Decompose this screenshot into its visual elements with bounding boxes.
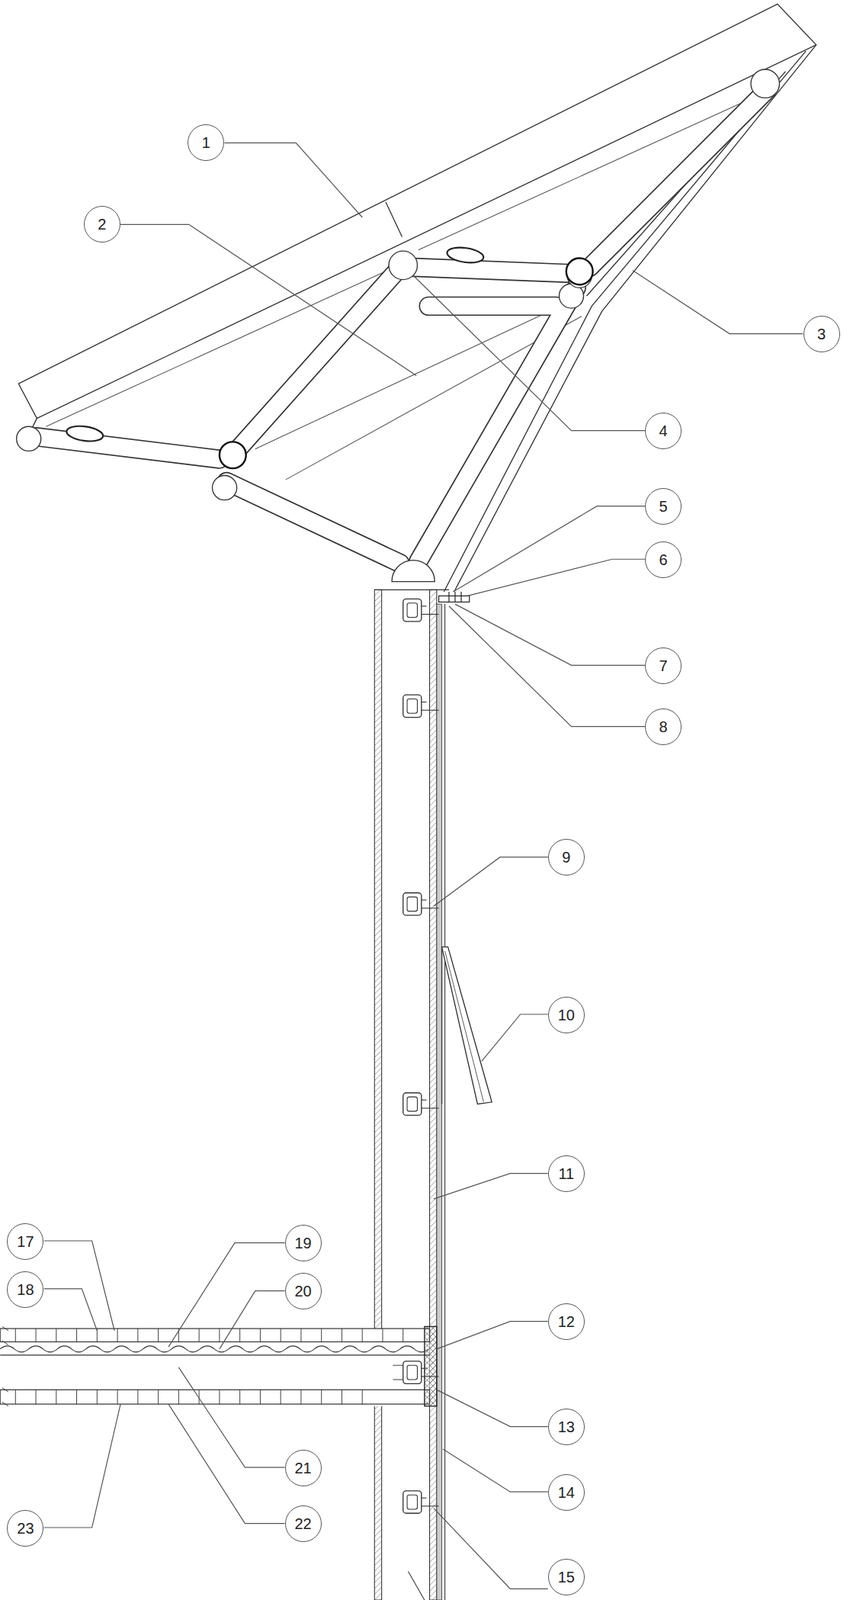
callout-number: 14 [558,1484,575,1500]
callout-number: 4 [658,423,668,439]
callout-number: 5 [658,498,668,514]
callout-number: 2 [97,216,106,232]
callout-bubble: 8 [644,708,682,745]
callout-bubble: 19 [285,1224,322,1261]
callout-bubble: 21 [285,1449,322,1486]
callout-number: 6 [658,551,668,568]
callout-number: 20 [294,1283,312,1299]
callout-bubble: 3 [803,315,841,353]
callout-bubble: 17 [6,1222,44,1260]
callout-number: 23 [16,1520,34,1536]
callout-number: 15 [558,1568,575,1585]
callout-number: 3 [817,326,826,342]
callout-bubble: 23 [6,1509,44,1547]
callout-bubble: 4 [644,412,682,450]
callout-number: 1 [202,134,211,151]
callout-number: 11 [558,1165,575,1181]
callout-bubble: 11 [548,1154,585,1192]
callout-bubble: 15 [548,1558,585,1595]
callout-bubble: 1 [187,124,225,161]
callout-bubble: 6 [644,541,682,578]
callout-number: 19 [294,1234,312,1251]
callout-number: 13 [558,1418,575,1434]
callout-number: 12 [558,1313,575,1329]
callout-number: 21 [294,1459,312,1476]
callout-number: 22 [294,1515,312,1531]
callout-bubble: 10 [548,996,585,1033]
callout-bubble: 9 [548,838,585,876]
callout-bubble: 18 [6,1270,44,1308]
callout-bubble: 20 [285,1272,322,1309]
callout-bubble: 22 [285,1504,322,1542]
callout-number: 10 [558,1007,575,1023]
callout-number: 9 [561,849,571,865]
callout-bubble: 2 [83,205,121,243]
callout-number: 7 [658,657,668,674]
callout-number: 17 [16,1233,34,1249]
callout-bubble: 5 [644,487,682,525]
callout-bubble: 13 [548,1408,585,1445]
callout-number: 18 [16,1281,34,1297]
callout-number: 8 [658,718,668,735]
callout-bubble: 12 [548,1302,585,1340]
callout-bubble: 7 [644,647,682,684]
callout-bubble: 14 [548,1473,585,1511]
